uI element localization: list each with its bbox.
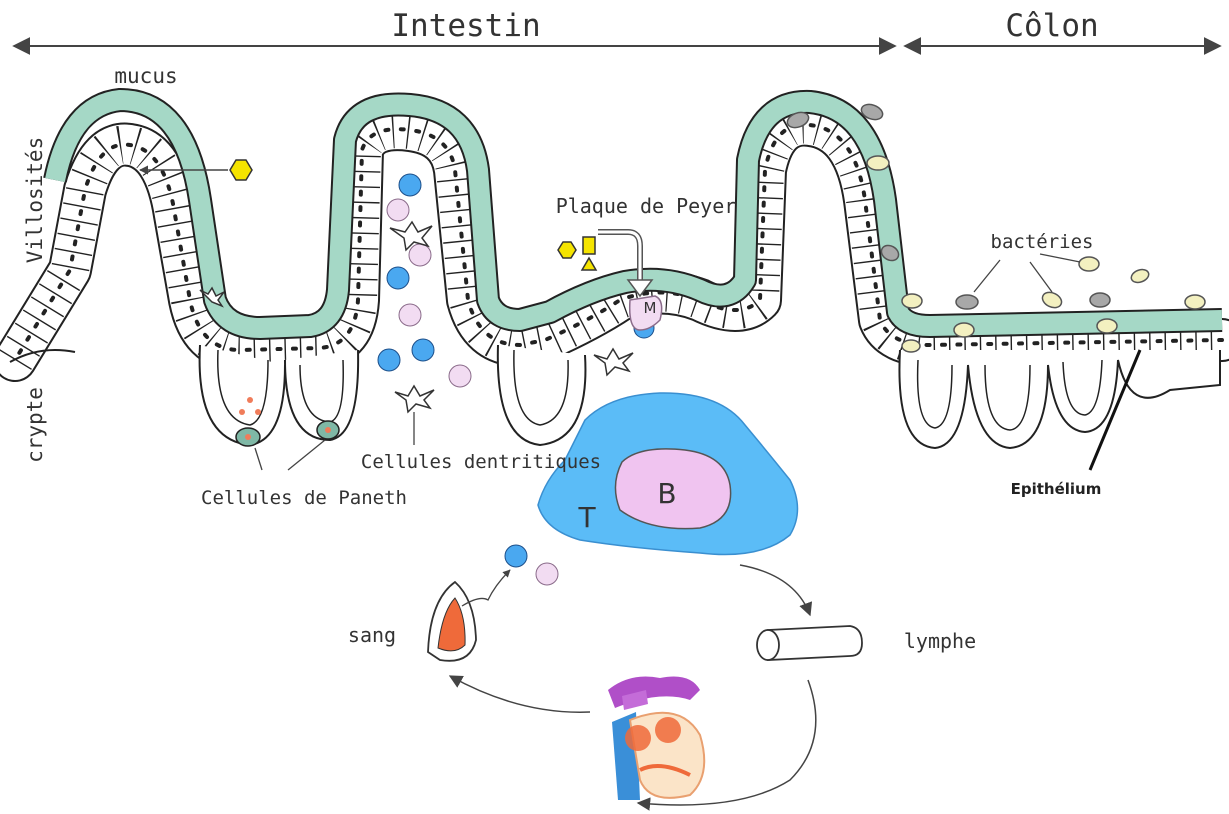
blood-vessel-icon bbox=[428, 582, 476, 661]
sang-label: sang bbox=[348, 623, 396, 647]
plaque-peyer-label: Plaque de Peyer bbox=[556, 194, 737, 218]
cellules-paneth-label: Cellules de Paneth bbox=[201, 487, 407, 509]
cellules-dendritiques-label: Cellules dentritiques bbox=[361, 451, 601, 473]
m-cell-label: M bbox=[644, 299, 657, 317]
antigen-hexagon-icon bbox=[558, 242, 576, 258]
crypte-label: crypte bbox=[23, 387, 47, 463]
lymphe-label: lymphe bbox=[904, 629, 976, 653]
lymphocyte-t bbox=[505, 545, 527, 567]
antigen-triangle-icon bbox=[582, 258, 596, 270]
epithelium-label: Epithélium bbox=[1011, 480, 1102, 498]
antigen-hexagon-icon bbox=[230, 160, 252, 180]
villosites-label: Villosités bbox=[23, 137, 47, 263]
intestin-label: Intestin bbox=[391, 8, 540, 44]
bacteries-label: bactéries bbox=[991, 231, 1094, 253]
crypts-colon bbox=[899, 350, 1220, 448]
bacteria-pointers bbox=[974, 254, 1080, 292]
lymphocyte-b bbox=[536, 563, 558, 585]
lymph-vessel-icon bbox=[757, 626, 862, 660]
m-cell: M bbox=[630, 296, 662, 330]
colon-label: Côlon bbox=[1005, 8, 1098, 44]
t-zone-label: T bbox=[577, 501, 596, 534]
mucus-label: mucus bbox=[114, 64, 177, 88]
heart-icon bbox=[608, 677, 704, 801]
antigen-square-icon bbox=[583, 237, 595, 254]
b-zone-label: B bbox=[657, 477, 676, 510]
